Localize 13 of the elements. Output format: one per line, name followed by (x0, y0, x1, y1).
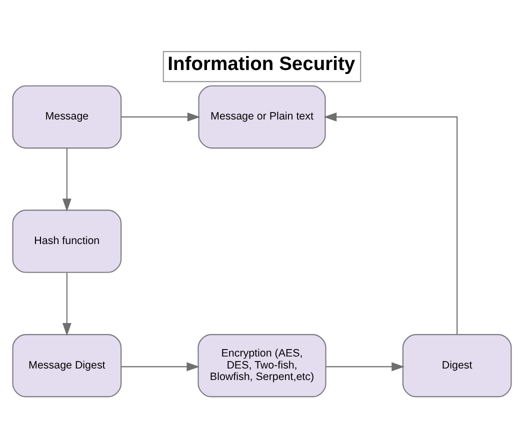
node-box: Message Digest (12, 334, 122, 397)
node-box: Encryption (AES, DES, Two-fish, Blowfish, Serpent,etc) (198, 334, 326, 397)
node-box: Message or Plain text (198, 84, 326, 148)
node-box: Digest (402, 334, 512, 397)
node-box: Hash function (12, 209, 122, 272)
arrow (121, 362, 200, 371)
arrow (326, 362, 404, 371)
arrow (62, 148, 72, 212)
arrow (324, 112, 458, 334)
arrow (62, 272, 72, 336)
diagram-title: Information Security (168, 54, 356, 75)
arrow (121, 112, 200, 121)
node-box: Message (12, 84, 122, 148)
